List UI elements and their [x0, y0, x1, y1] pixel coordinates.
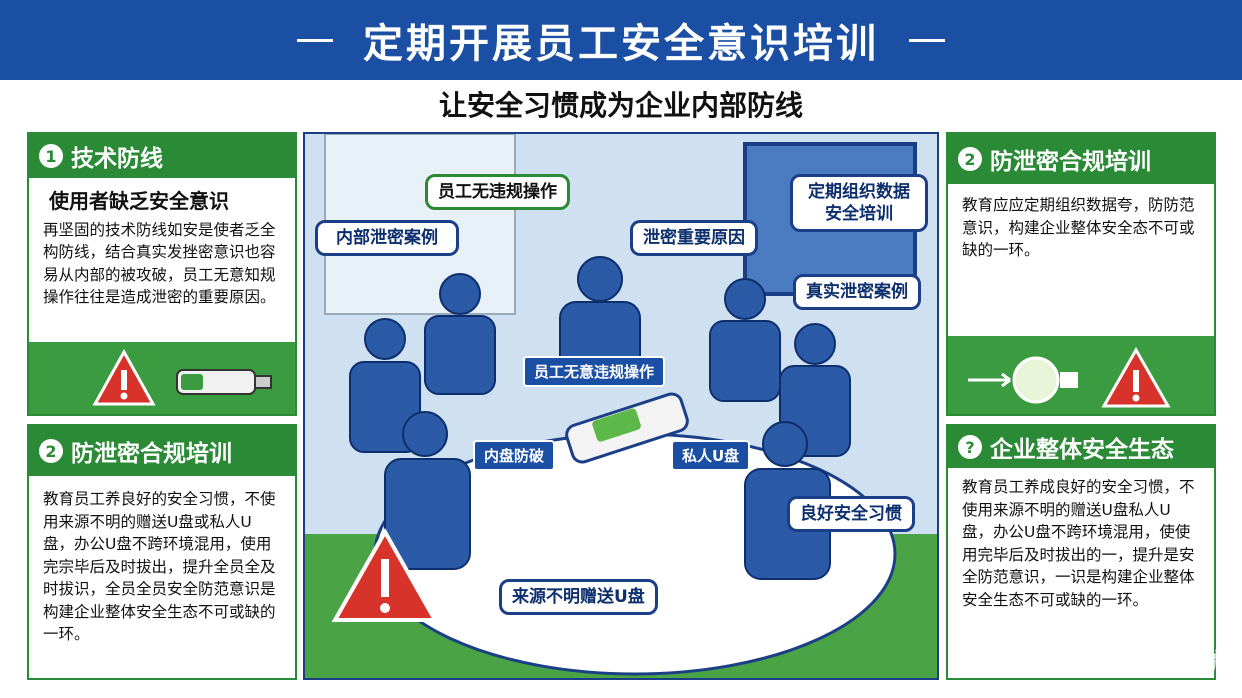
page-title: 定期开展员工安全意识培训 [363, 21, 879, 67]
panel-footer [29, 342, 295, 414]
panel-text: 教育应应定期组织数据夸，防防范意识，构建企业整体安全态不可或缺的一环。 [962, 196, 1195, 259]
panel-text: 教育员工养成良好的安全习惯，不使用来源不明的赠送U盘私人U盘，办公U盘不跨环境混… [962, 478, 1195, 609]
panel-number: 2 [958, 147, 982, 171]
tag-internal-breach: 内盘防破 [473, 440, 556, 471]
bubble-regular-training: 定期组织数据安全培训 [790, 174, 928, 232]
meeting-scene: 员工无违规操作 内部泄密案例 泄密重要原因 定期组织数据安全培训 真实泄密案例 … [303, 132, 939, 680]
panel-heading: 使用者缺乏安全意识 [49, 189, 229, 213]
bubble-leak-reason: 泄密重要原因 [630, 220, 758, 256]
tag-private-usb: 私人U盘 [671, 440, 751, 471]
panel-text: 教育员工养良好的安全习惯，不使用来源不明的赠送U盘或私人U盘，办公U盘不跨环境混… [43, 490, 276, 643]
page-subtitle: 让安全习惯成为企业内部防线 [438, 89, 803, 122]
shield-warning-illustration [968, 346, 1171, 408]
bubble-no-violation: 员工无违规操作 [425, 174, 570, 210]
watermark: @网络安全MIT系统 [990, 649, 1226, 679]
bubble-unknown-usb: 来源不明赠送U盘 [499, 579, 658, 615]
bubble-real-cases: 真实泄密案例 [793, 274, 921, 310]
panel-footer [948, 336, 1214, 414]
usb-drive-icon [176, 369, 272, 395]
warning-icon [92, 348, 156, 406]
panel-number: 1 [39, 144, 63, 168]
panel-number: ? [958, 435, 982, 459]
panel-text: 再坚固的技术防线如安是使者乏全构防线，结合真实发挫密意识也容易从内部的被攻破，员… [43, 220, 276, 307]
usb-drive-on-table [565, 392, 689, 464]
panel-header: 2 防泄密合规培训 [29, 426, 295, 476]
title-banner: 定期开展员工安全意识培训 [0, 0, 1242, 80]
panel-title: 技术防线 [71, 146, 163, 172]
title-dash-right [909, 38, 945, 42]
panel-leak-compliance: 2 防泄密合规培训 教育员工养良好的安全习惯，不使用来源不明的赠送U盘或私人U盘… [27, 424, 297, 680]
panel-body: 使用者缺乏安全意识 再坚固的技术防线如安是使者乏全构防线，结合真实发挫密意识也容… [29, 178, 295, 317]
shield-icon [968, 356, 1078, 404]
tag-unintended-violation: 员工无意违规操作 [523, 356, 666, 387]
panel-leak-compliance-right: 2 防泄密合规培训 教育应应定期组织数据夸，防防范意识，构建企业整体安全态不可或… [946, 132, 1216, 416]
panel-title: 防泄密合规培训 [990, 149, 1151, 175]
panel-number: 2 [39, 439, 63, 463]
bubble-good-habits: 良好安全习惯 [787, 496, 915, 532]
warning-icon [1101, 346, 1171, 408]
panel-header: ? 企业整体安全生态 [948, 426, 1214, 468]
title-dash-left [297, 38, 333, 42]
panel-header: 1 技术防线 [29, 134, 295, 178]
panel-title: 企业整体安全生态 [990, 437, 1174, 463]
bubble-internal-cases: 内部泄密案例 [315, 220, 459, 256]
panel-title: 防泄密合规培训 [71, 441, 232, 467]
panel-technical-defense: 1 技术防线 使用者缺乏安全意识 再坚固的技术防线如安是使者乏全构防线，结合真实… [27, 132, 297, 416]
warning-usb-illustration [92, 348, 272, 406]
panel-security-ecosystem: ? 企业整体安全生态 教育员工养成良好的安全习惯，不使用来源不明的赠送U盘私人U… [946, 424, 1216, 680]
warning-icon [331, 527, 439, 622]
panel-header: 2 防泄密合规培训 [948, 134, 1214, 184]
